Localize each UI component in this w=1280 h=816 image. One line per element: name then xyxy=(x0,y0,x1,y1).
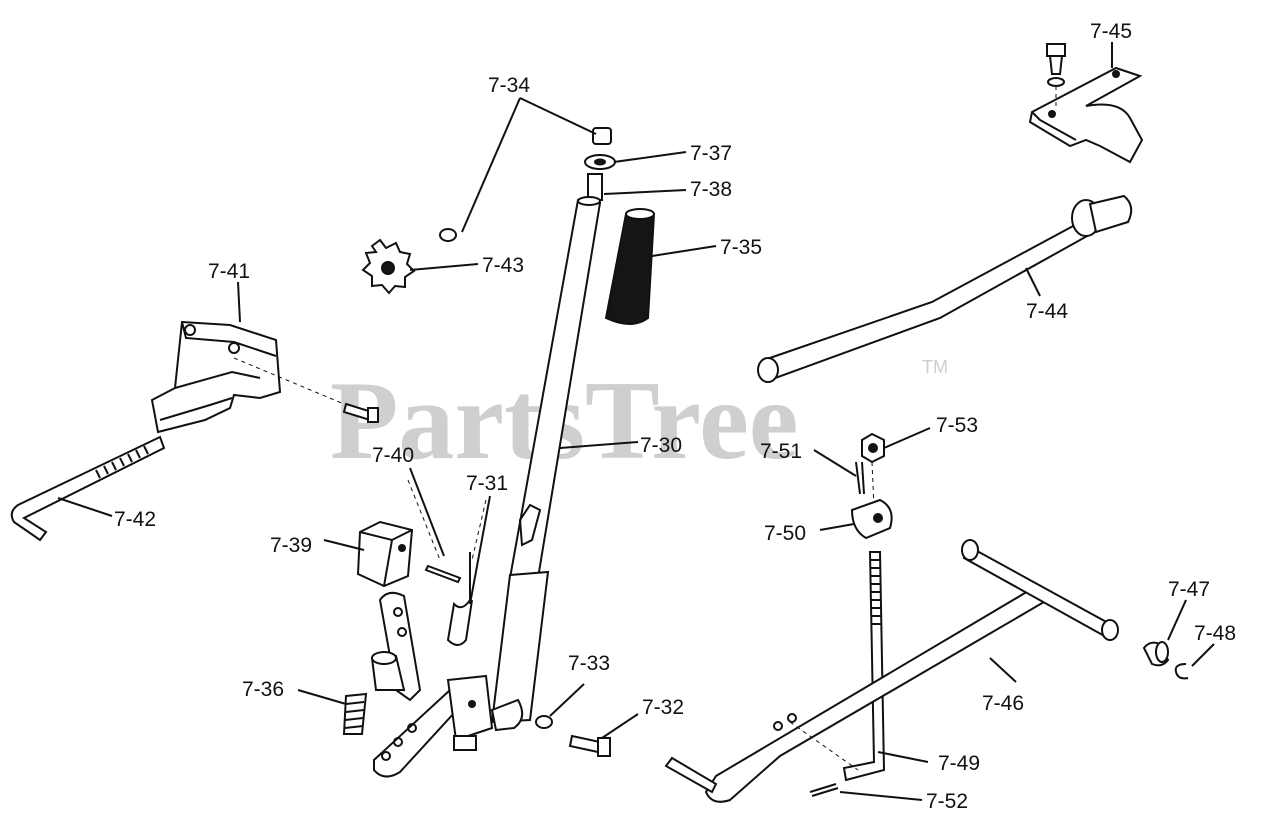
set-screw-7-36 xyxy=(342,692,368,735)
label-7-42: 7-42 xyxy=(114,508,156,531)
block-7-39 xyxy=(356,520,414,588)
rod-7-49 xyxy=(842,551,886,782)
e-clip-7-48 xyxy=(1174,663,1189,680)
leader-lines xyxy=(57,42,1215,801)
nut-7-53 xyxy=(861,432,885,509)
pedal-arm xyxy=(370,591,524,778)
cotter-pin-7-51 xyxy=(855,461,865,495)
l-rod-7-42 xyxy=(10,435,166,542)
bolt-7-41 xyxy=(233,357,379,423)
swivel-7-50 xyxy=(850,498,893,540)
label-7-48: 7-48 xyxy=(1194,622,1236,645)
label-7-43: 7-43 xyxy=(482,254,524,277)
label-7-36: 7-36 xyxy=(242,678,284,701)
label-7-52: 7-52 xyxy=(926,790,968,813)
label-7-39: 7-39 xyxy=(270,534,312,557)
label-7-38: 7-38 xyxy=(690,178,732,201)
grip-7-35 xyxy=(604,208,656,325)
watermark-trademark: TM xyxy=(922,357,948,377)
star-knob-7-43 xyxy=(361,238,416,295)
washer-7-33 xyxy=(535,715,553,729)
label-7-35: 7-35 xyxy=(720,236,762,259)
label-7-34: 7-34 xyxy=(488,74,530,97)
label-7-50: 7-50 xyxy=(764,522,806,545)
bracket-7-41 xyxy=(150,320,282,434)
lever-tube-7-30 xyxy=(490,196,602,724)
label-7-33: 7-33 xyxy=(568,652,610,675)
pin-7-40 xyxy=(424,564,462,584)
cap-7-34 xyxy=(439,127,612,242)
label-7-53: 7-53 xyxy=(936,414,978,437)
tube-7-44 xyxy=(757,194,1133,383)
label-7-45: 7-45 xyxy=(1090,20,1132,43)
linkage-7-46 xyxy=(664,539,1119,803)
label-7-32: 7-32 xyxy=(642,696,684,719)
label-7-40: 7-40 xyxy=(372,444,414,467)
clamp-bracket-7-45 xyxy=(1028,43,1144,164)
label-7-51: 7-51 xyxy=(760,440,802,463)
label-7-47: 7-47 xyxy=(1168,578,1210,601)
label-7-30: 7-30 xyxy=(640,434,682,457)
label-7-37: 7-37 xyxy=(690,142,732,165)
label-7-46: 7-46 xyxy=(982,692,1024,715)
part-labels: 7-34 7-37 7-38 7-35 7-43 7-41 7-42 7-30 … xyxy=(114,20,1236,813)
label-7-49: 7-49 xyxy=(938,752,980,775)
label-7-44: 7-44 xyxy=(1026,300,1068,323)
bushing-7-47 xyxy=(1142,641,1170,667)
label-7-41: 7-41 xyxy=(208,260,250,283)
pin-7-52 xyxy=(809,783,839,797)
hairpin-7-31 xyxy=(446,552,473,646)
bolt-7-32 xyxy=(568,734,611,757)
label-7-31: 7-31 xyxy=(466,472,508,495)
